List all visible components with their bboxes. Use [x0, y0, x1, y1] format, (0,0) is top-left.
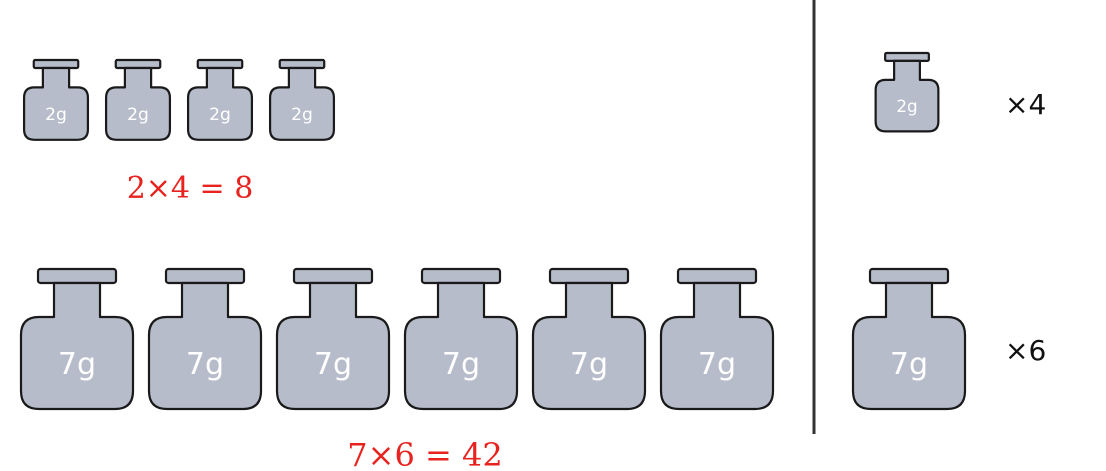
weight-body: [19, 281, 135, 411]
weight-handle: [196, 58, 244, 70]
weight-body: [147, 281, 263, 411]
weight-label: 2g: [291, 105, 313, 125]
weight-body: [22, 66, 90, 141]
weight-body: [851, 281, 967, 411]
small-weight: 2g: [268, 58, 336, 141]
weight-handle: [292, 267, 374, 285]
weight-body: [268, 66, 336, 141]
weight-label: 2g: [127, 105, 149, 125]
key-large-multiplier: ×6: [1005, 334, 1046, 367]
small-weight: 2g: [104, 58, 172, 141]
weight-handle: [868, 267, 950, 285]
weight-body: [186, 66, 254, 141]
large-weight: 7g: [403, 267, 519, 411]
weight-label: 2g: [45, 105, 67, 125]
weight-label: 7g: [890, 347, 928, 382]
weight-handle: [278, 58, 326, 70]
large-weight: 7g: [19, 267, 135, 411]
key-small-multiplier: ×4: [1005, 88, 1046, 121]
weight-handle: [164, 267, 246, 285]
key-small-weight: 2g: [874, 51, 940, 133]
weight-label: 7g: [314, 347, 352, 382]
weight-label: 7g: [58, 347, 96, 382]
weight-body: [275, 281, 391, 411]
weight-handle: [32, 58, 80, 70]
weight-label: 2g: [209, 105, 231, 125]
weight-label: 7g: [186, 347, 224, 382]
weight-handle: [884, 51, 930, 62]
small-weights-equation: 2×4 = 8: [127, 171, 254, 206]
weight-handle: [114, 58, 162, 70]
weight-body: [659, 281, 775, 411]
weight-label: 7g: [442, 347, 480, 382]
weight-body: [403, 281, 519, 411]
key-large-weight-shape: 7g: [851, 267, 967, 411]
key-small-weight-shape: 2g: [874, 51, 940, 133]
large-weight: 7g: [659, 267, 775, 411]
large-weight: 7g: [531, 267, 647, 411]
large-weights-row: 7g 7g 7g 7g 7g 7g: [19, 267, 775, 411]
large-weight: 7g: [147, 267, 263, 411]
small-weight: 2g: [186, 58, 254, 141]
weight-handle: [420, 267, 502, 285]
weight-handle: [548, 267, 630, 285]
weight-body: [104, 66, 172, 141]
small-weight: 2g: [22, 58, 90, 141]
weight-label: 2g: [896, 96, 917, 116]
weight-label: 7g: [570, 347, 608, 382]
weight-body: [531, 281, 647, 411]
large-weights-equation: 7×6 = 42: [347, 436, 502, 471]
weight-handle: [676, 267, 758, 285]
weight-handle: [36, 267, 118, 285]
small-weights-row: 2g 2g 2g 2g: [22, 58, 336, 141]
key-large-weight: 7g: [851, 267, 967, 411]
weight-label: 7g: [698, 347, 736, 382]
large-weight: 7g: [275, 267, 391, 411]
weight-body: [874, 59, 940, 133]
